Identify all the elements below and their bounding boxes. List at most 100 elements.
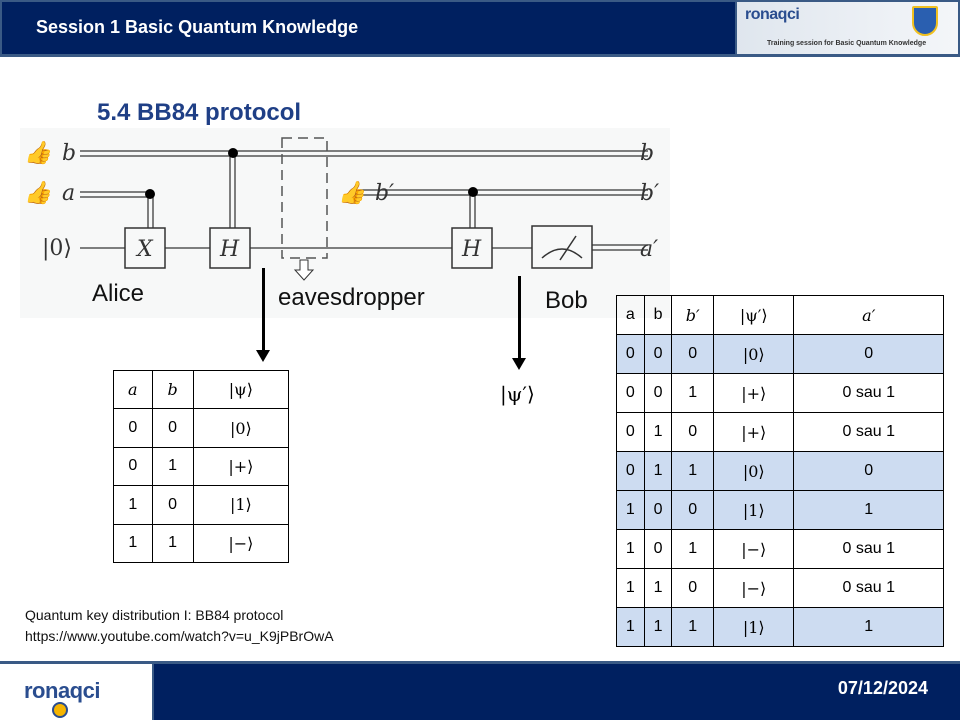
table-cell: 0: [643, 334, 673, 374]
table-cell: 1: [113, 485, 153, 525]
table-cell: |1⟩: [712, 490, 795, 530]
slide-title: 5.4 BB84 protocol: [97, 99, 302, 126]
header-psi: |ψ⟩: [192, 369, 290, 410]
input-b: b: [62, 141, 76, 166]
table-cell: 0: [643, 373, 673, 413]
table-cell: 1: [643, 451, 673, 491]
arrow-down-icon: [512, 276, 526, 370]
table-cell: 1: [793, 607, 944, 647]
table-cell: 1: [643, 412, 673, 452]
footer-logo-area: ronaqci: [0, 664, 152, 720]
table-cell: 0: [671, 490, 714, 530]
table-cell: 0: [616, 373, 645, 413]
label-alice: Alice: [92, 280, 144, 307]
table-cell: 0: [643, 490, 673, 530]
table-cell: 0: [671, 334, 714, 374]
table-cell: 1: [643, 568, 673, 608]
table-cell: 0: [671, 412, 714, 452]
table-cell: |−⟩: [712, 529, 795, 569]
bb84-circuit-diagram: 👍 b 👍 a |0⟩ 👍 b′ X H H b b′ a′ Alice eav…: [20, 128, 670, 318]
table-cell: 1: [643, 607, 673, 647]
table-cell: |1⟩: [192, 485, 290, 525]
output-bprime: b′: [640, 181, 659, 206]
table-cell: 0: [616, 451, 645, 491]
table-cell: 0 sau 1: [793, 412, 944, 452]
table-cell: 1: [616, 490, 645, 530]
table-cell: 1: [616, 607, 645, 647]
header-bprime: b′: [671, 295, 714, 335]
table-cell: 1: [113, 523, 153, 563]
ronaqci-logo: ronaqci: [745, 6, 800, 23]
gate-h-alice: H: [219, 237, 240, 262]
gate-x: X: [135, 237, 154, 262]
input-a: a: [62, 181, 75, 206]
hand-icon: 👍: [338, 180, 368, 206]
header-psi-prime: |ψ′⟩: [712, 295, 795, 335]
table-cell: |+⟩: [712, 412, 795, 452]
reference-text: Quantum key distribution I: BB84 protoco…: [25, 605, 334, 647]
table-cell: 0 sau 1: [793, 373, 944, 413]
table-cell: 1: [616, 529, 645, 569]
reference-url[interactable]: https://www.youtube.com/watch?v=u_K9jPBr…: [25, 628, 334, 644]
logo-dot-icon: [52, 702, 68, 718]
table-cell: 0: [793, 334, 944, 374]
footer-bar: ronaqci 07/12/2024: [0, 661, 960, 720]
reference-title: Quantum key distribution I: BB84 protoco…: [25, 607, 284, 623]
table-cell: 0: [151, 485, 194, 525]
table-cell: 0 sau 1: [793, 529, 944, 569]
table-cell: |−⟩: [192, 523, 290, 563]
table-cell: |1⟩: [712, 607, 795, 647]
table-cell: |−⟩: [712, 568, 795, 608]
header-a: a: [616, 295, 645, 335]
table-cell: |+⟩: [712, 373, 795, 413]
table-cell: 0: [616, 412, 645, 452]
table-cell: |0⟩: [192, 408, 290, 448]
input-ket0: |0⟩: [42, 236, 72, 261]
output-aprime: a′: [640, 237, 658, 262]
session-title: Session 1 Basic Quantum Knowledge: [36, 17, 359, 37]
bob-input-bprime: b′: [375, 181, 394, 206]
university-shield-icon: [912, 6, 938, 36]
table-cell: 0: [151, 408, 194, 448]
output-b: b: [640, 141, 654, 166]
label-bob: Bob: [545, 287, 588, 314]
table-cell: 0: [671, 568, 714, 608]
table-cell: 0 sau 1: [793, 568, 944, 608]
header-bar: Session 1 Basic Quantum Knowledge ronaqc…: [0, 0, 960, 57]
header-b: b: [643, 295, 673, 335]
table-cell: |0⟩: [712, 451, 795, 491]
table-cell: 1: [671, 607, 714, 647]
hand-icon: 👍: [24, 180, 54, 206]
footer-date: 07/12/2024: [837, 678, 928, 698]
table-cell: 0: [616, 334, 645, 374]
hand-icon: 👍: [24, 140, 54, 166]
logo-subtitle: Training session for Basic Quantum Knowl…: [767, 40, 927, 47]
table-cell: 1: [616, 568, 645, 608]
table-cell: 1: [671, 529, 714, 569]
ronaqci-logo: ronaqci: [24, 678, 100, 703]
footer-background: [154, 664, 960, 720]
table-cell: 1: [793, 490, 944, 530]
arrow-down-icon: [256, 268, 270, 362]
table-cell: 1: [671, 373, 714, 413]
table-cell: 0: [113, 408, 153, 448]
table-cell: 0: [643, 529, 673, 569]
table-cell: 0: [793, 451, 944, 491]
table-cell: 1: [151, 446, 194, 487]
table-cell: |0⟩: [712, 334, 795, 374]
table-cell: 1: [671, 451, 714, 491]
